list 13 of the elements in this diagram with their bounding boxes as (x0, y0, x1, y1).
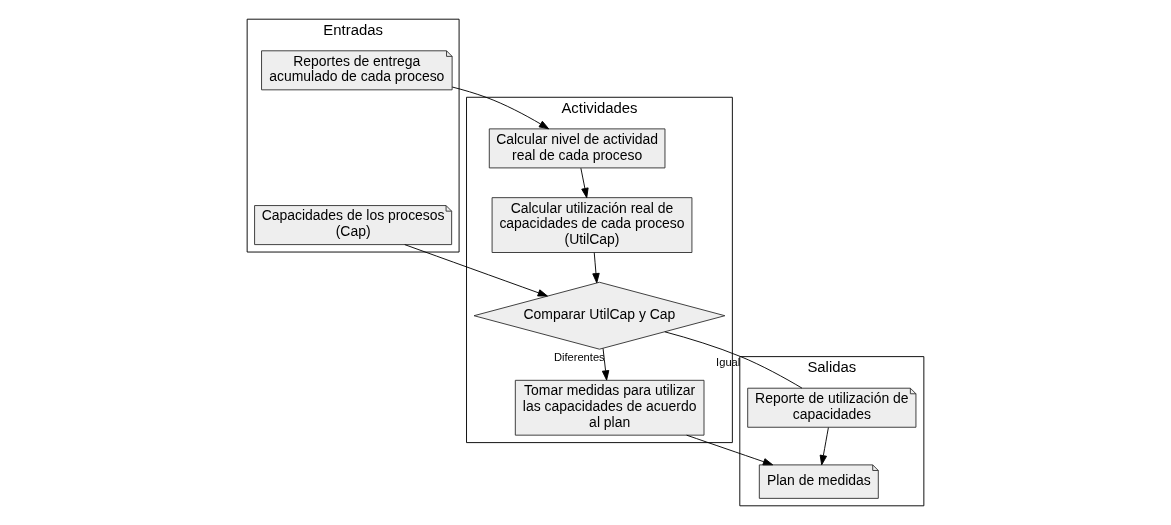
arrow (580, 167, 589, 199)
arrow (686, 434, 774, 466)
node-box: Calcular utilización real de capacidades de cada proceso (UtilCap) (491, 197, 693, 253)
arrow (819, 427, 829, 466)
arrow (601, 347, 610, 381)
node-box: Tomar medidas para utilizar las capacidades de acuerdo al plan (514, 379, 705, 436)
arrow (404, 244, 548, 297)
edge-label: Diferentes (553, 351, 605, 364)
connector (664, 331, 803, 389)
node-box: Calcular nivel de actividad real de cada proceso (488, 128, 666, 169)
arrow (592, 252, 600, 284)
node-diamond: Comparar UtilCap y Cap (473, 281, 726, 350)
arrow (451, 86, 550, 130)
